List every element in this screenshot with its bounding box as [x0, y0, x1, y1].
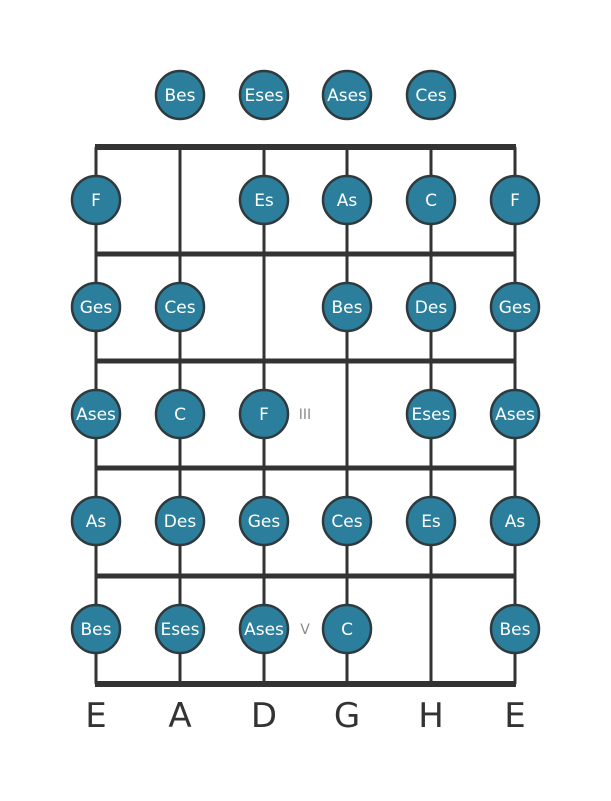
note-circle — [321, 495, 373, 547]
open-note: Ases — [321, 69, 373, 121]
fret-note: C — [405, 174, 457, 226]
note-circle — [405, 174, 457, 226]
fret-position-marker: III — [299, 407, 311, 423]
fret-note: F — [489, 174, 541, 226]
note-label: Ces — [415, 86, 446, 106]
note-circle — [321, 281, 373, 333]
note-label: F — [91, 191, 101, 211]
note-label: As — [86, 512, 107, 532]
note-circle — [405, 69, 457, 121]
fret-note: As — [489, 495, 541, 547]
note-label: Ases — [495, 405, 535, 425]
note-label: C — [425, 191, 437, 211]
note-label: Des — [164, 512, 197, 532]
note-label: Eses — [161, 620, 200, 640]
note-circle — [489, 281, 541, 333]
fret-note: C — [321, 603, 373, 655]
note-circle — [70, 495, 122, 547]
note-label: Bes — [165, 86, 196, 106]
note-circle — [154, 281, 206, 333]
string-name-label: D — [251, 696, 277, 736]
note-circle — [489, 388, 541, 440]
fret-note: As — [70, 495, 122, 547]
note-label: As — [337, 191, 358, 211]
note-label: Bes — [81, 620, 112, 640]
string-name-label: H — [418, 696, 444, 736]
note-label: Ases — [76, 405, 116, 425]
note-circle — [321, 174, 373, 226]
string-name-label: A — [168, 696, 191, 736]
note-label: F — [259, 405, 269, 425]
fret-note: Des — [154, 495, 206, 547]
fret-note: Ases — [489, 388, 541, 440]
note-circle — [70, 388, 122, 440]
note-circle — [70, 281, 122, 333]
note-label: Ases — [244, 620, 284, 640]
note-circle — [489, 603, 541, 655]
note-label: Ces — [164, 298, 195, 318]
note-circle — [238, 495, 290, 547]
fret-note: Ges — [70, 281, 122, 333]
open-note: Eses — [238, 69, 290, 121]
note-label: As — [505, 512, 526, 532]
note-circle — [321, 603, 373, 655]
note-label: Es — [254, 191, 274, 211]
fret-note: Eses — [154, 603, 206, 655]
note-circle — [70, 603, 122, 655]
note-label: Eses — [412, 405, 451, 425]
note-circle — [154, 603, 206, 655]
note-label: Bes — [500, 620, 531, 640]
fret-note: C — [154, 388, 206, 440]
open-note: Bes — [154, 69, 206, 121]
fret-note: Ces — [154, 281, 206, 333]
fret-note: Ases — [238, 603, 290, 655]
note-label: Ges — [248, 512, 281, 532]
fret-note: F — [238, 388, 290, 440]
note-circle — [238, 603, 290, 655]
note-label: C — [174, 405, 186, 425]
note-label: Eses — [245, 86, 284, 106]
open-note: Ces — [405, 69, 457, 121]
string-name-label: E — [85, 696, 106, 736]
note-label: C — [341, 620, 353, 640]
note-circle — [405, 281, 457, 333]
fret-note: F — [70, 174, 122, 226]
note-circle — [489, 174, 541, 226]
note-circle — [154, 69, 206, 121]
string-name-label: E — [504, 696, 525, 736]
note-circle — [154, 495, 206, 547]
fret-note: Eses — [405, 388, 457, 440]
note-label: Ases — [327, 86, 367, 106]
fret-note: Des — [405, 281, 457, 333]
fret-note: Es — [238, 174, 290, 226]
note-circle — [238, 388, 290, 440]
fret-note: Bes — [70, 603, 122, 655]
note-label: Ges — [80, 298, 113, 318]
fret-note: Es — [405, 495, 457, 547]
fret-note: Ges — [238, 495, 290, 547]
fret-note: Ges — [489, 281, 541, 333]
note-label: Bes — [332, 298, 363, 318]
fret-note: Bes — [489, 603, 541, 655]
string-name-label: G — [334, 696, 360, 736]
note-circle — [154, 388, 206, 440]
note-circle — [405, 495, 457, 547]
note-label: Ces — [331, 512, 362, 532]
note-label: Des — [415, 298, 448, 318]
fret-note: Ces — [321, 495, 373, 547]
note-label: Es — [421, 512, 441, 532]
note-circle — [489, 495, 541, 547]
note-circle — [238, 174, 290, 226]
note-label: F — [510, 191, 520, 211]
fret-note: Bes — [321, 281, 373, 333]
fret-note: As — [321, 174, 373, 226]
note-circle — [238, 69, 290, 121]
note-circle — [405, 388, 457, 440]
fret-position-marker: V — [300, 622, 310, 638]
fret-note: Ases — [70, 388, 122, 440]
note-circle — [70, 174, 122, 226]
note-label: Ges — [499, 298, 532, 318]
note-circle — [321, 69, 373, 121]
